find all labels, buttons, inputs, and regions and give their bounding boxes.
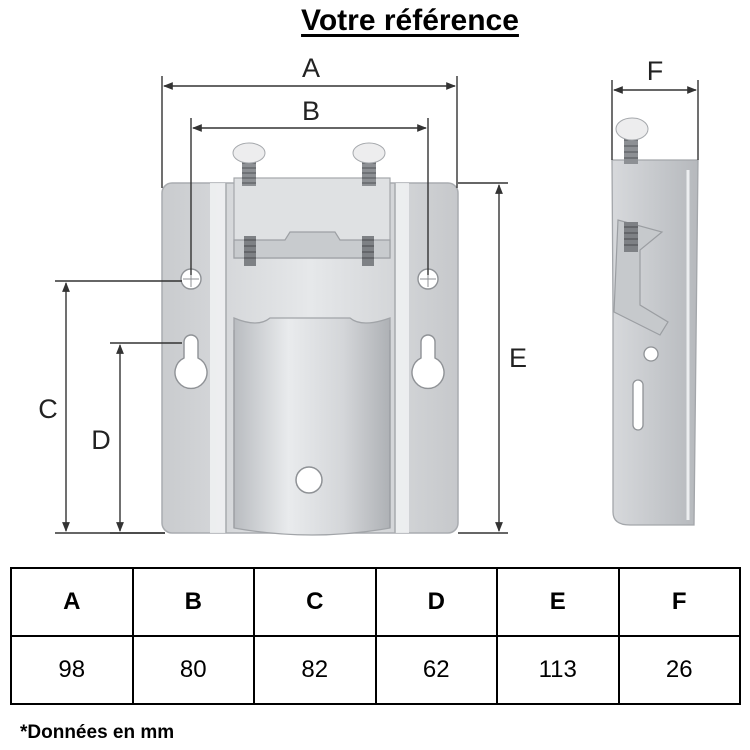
dimension-lines — [55, 76, 699, 534]
dimension-label-e: E — [509, 343, 527, 373]
screw-icon — [232, 142, 266, 186]
table-header-row: A B C D E F — [10, 567, 741, 637]
units-note: *Données en mm — [20, 722, 175, 743]
table-cell: 62 — [374, 635, 498, 705]
dimension-label-c: C — [38, 394, 58, 424]
dimension-label-f: F — [647, 56, 664, 86]
keyhole-slot-icon — [174, 334, 208, 390]
table-header-cell: F — [617, 567, 741, 637]
keyhole-slot-icon — [411, 334, 445, 390]
table-row: 98 80 82 62 113 26 — [10, 635, 741, 705]
screw-icon — [624, 222, 638, 252]
table-cell: 80 — [131, 635, 255, 705]
table-header-cell: D — [374, 567, 498, 637]
table-cell: 82 — [253, 635, 377, 705]
screw-icon — [615, 117, 649, 164]
page-title: Votre référence — [301, 4, 519, 37]
table-header-cell: B — [131, 567, 255, 637]
dimension-label-d: D — [91, 425, 111, 455]
table-cell: 113 — [496, 635, 620, 705]
screw-icon — [244, 236, 256, 266]
table-cell: 98 — [10, 635, 134, 705]
technical-drawing: A B C D E F — [38, 53, 699, 536]
table-header-cell: E — [496, 567, 620, 637]
bracket-front-view — [161, 142, 459, 536]
dimension-label-a: A — [302, 53, 320, 83]
dimension-label-b: B — [302, 96, 320, 126]
table-header-cell: A — [10, 567, 134, 637]
dimensions-table: A B C D E F 98 80 82 62 113 26 — [10, 567, 741, 705]
table-header-cell: C — [253, 567, 377, 637]
table-cell: 26 — [617, 635, 741, 705]
bracket-side-view — [611, 117, 699, 526]
screw-icon — [362, 236, 374, 266]
screw-icon — [352, 142, 386, 186]
